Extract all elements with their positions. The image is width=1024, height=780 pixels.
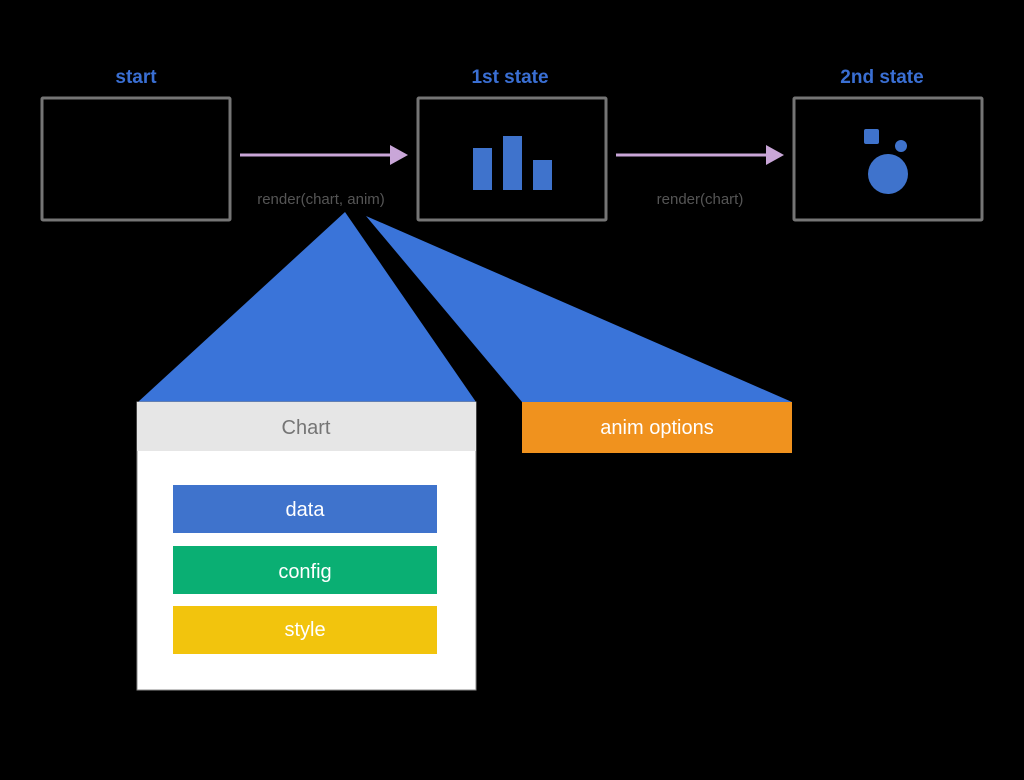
anim-zoom-wedge — [366, 216, 792, 402]
anim-options-box — [522, 402, 792, 453]
stage-second-state-box — [792, 96, 984, 222]
stage-start-title: start — [115, 67, 157, 88]
transition-first-to-second: render(chart) — [616, 145, 784, 208]
config-block — [173, 546, 437, 594]
style-block — [173, 606, 437, 654]
config-block-label: config — [278, 561, 331, 583]
bubble-chart-icon-small — [895, 140, 907, 152]
data-block — [173, 485, 437, 533]
stage-start: start — [40, 67, 232, 222]
bubble-chart-icon-square — [864, 129, 879, 144]
bubble-chart-icon — [864, 129, 908, 194]
stage-first-state: 1st state — [416, 67, 608, 222]
stage-second-state: 2nd state — [792, 67, 984, 222]
stage-second-state-title: 2nd state — [840, 67, 923, 88]
chart-panel-header — [137, 402, 476, 451]
anim-options: anim options — [522, 402, 792, 453]
arrow-start-to-first-head — [390, 145, 408, 165]
transition-start-to-first: render(chart, anim) — [240, 145, 408, 208]
chart-panel: Chart data config style — [136, 401, 477, 691]
stage-start-box — [40, 96, 232, 222]
bar-chart-icon — [473, 136, 552, 190]
render-call-with-anim: render(chart, anim) — [257, 191, 385, 208]
arrow-first-to-second-head — [766, 145, 784, 165]
stage-first-state-title: 1st state — [471, 67, 548, 88]
chart-panel-title: Chart — [282, 417, 331, 439]
render-call: render(chart) — [657, 191, 744, 208]
bar-chart-icon-bar-3 — [533, 160, 552, 190]
style-block-label: style — [284, 619, 325, 641]
anim-options-label: anim options — [600, 417, 713, 439]
bar-chart-icon-bar-2 — [503, 136, 522, 190]
bar-chart-icon-bar-1 — [473, 148, 492, 190]
chart-zoom-wedge — [138, 212, 476, 402]
bubble-chart-icon-large — [868, 154, 908, 194]
data-block-label: data — [286, 499, 326, 521]
stage-first-state-box — [416, 96, 608, 222]
